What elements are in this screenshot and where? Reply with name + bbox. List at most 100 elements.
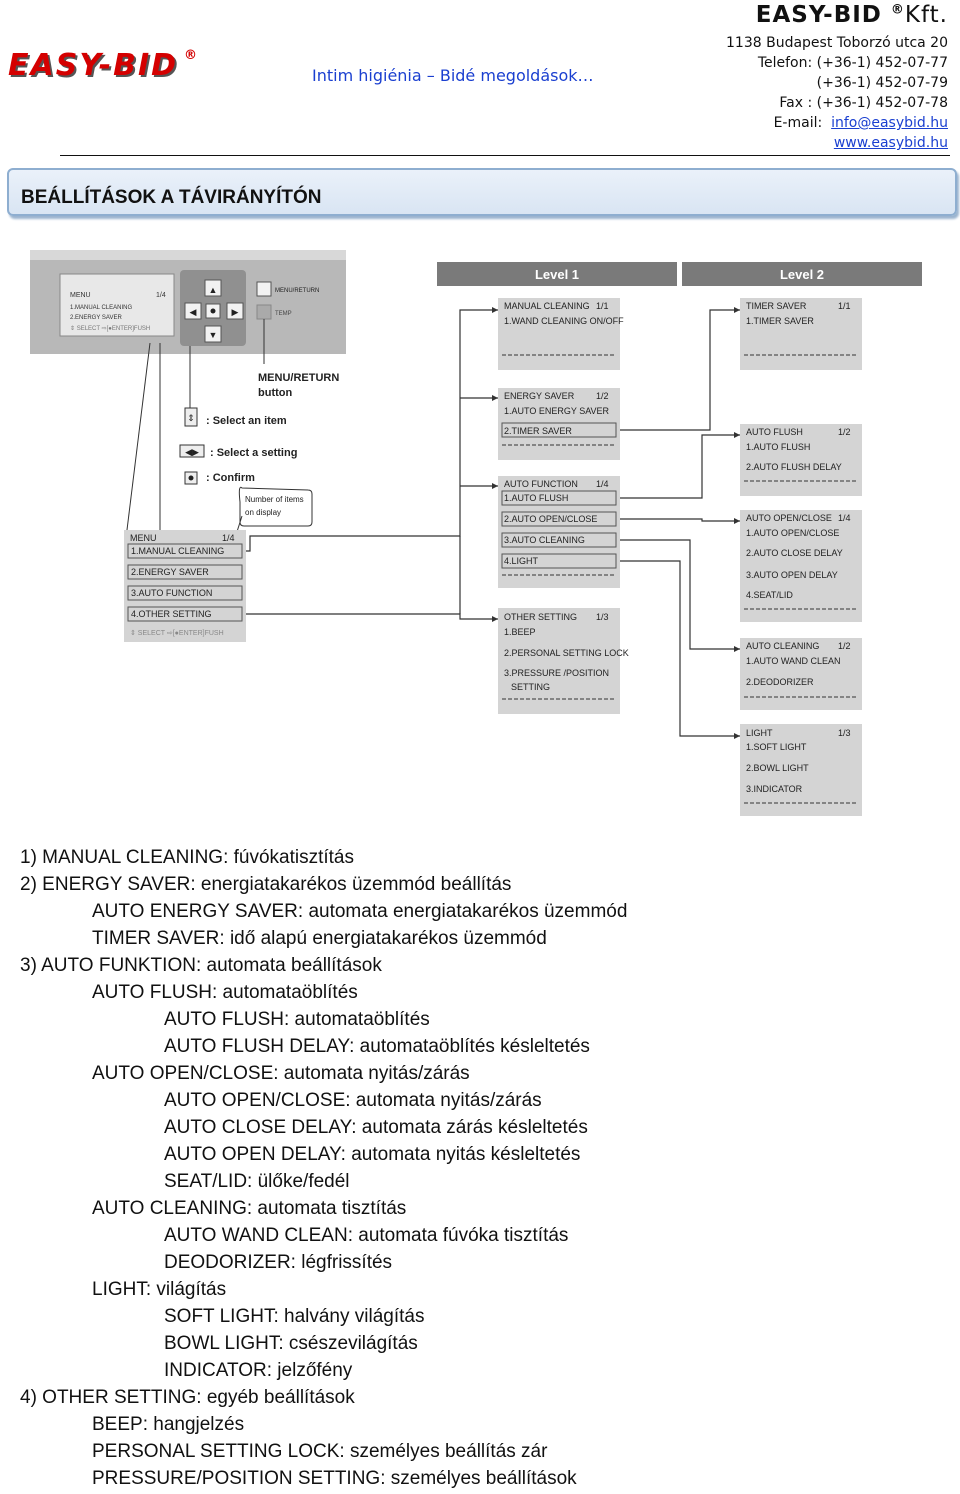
l2-auto-open-close-item-2: 2.AUTO CLOSE DELAY — [746, 548, 843, 558]
arrow-icon — [734, 307, 740, 313]
section-title: BEÁLLÍTÁSOK A TÁVIRÁNYÍTÓN — [21, 187, 322, 208]
select-item-icon — [184, 407, 198, 427]
l2-auto-cleaning-item-2: 2.DEODORIZER — [746, 677, 814, 687]
website-link[interactable]: www.easybid.hu — [833, 135, 948, 151]
l2-auto-flush-item-2: 2.AUTO FLUSH DELAY — [746, 462, 842, 472]
logo-registered-mark: ® — [184, 48, 200, 63]
l1-auto-function-item-1: 1.AUTO FLUSH — [504, 493, 568, 503]
legend-line: SOFT LIGHT: halvány világítás — [164, 1306, 425, 1327]
email-label: E-mail: — [773, 115, 823, 131]
l1-energy-saver-item-2: 2.TIMER SAVER — [504, 426, 572, 436]
arrow-icon — [492, 307, 498, 313]
remote-lcd-count: 1/4 — [156, 292, 166, 299]
logo-text: EASY-BID — [8, 48, 179, 83]
email-link[interactable]: info@easybid.hu — [831, 115, 948, 131]
callout-button: button — [258, 387, 292, 399]
l1-energy-saver-count: 1/2 — [596, 391, 609, 401]
legend-line: PRESSURE/POSITION SETTING: személyes beá… — [92, 1468, 577, 1489]
l2-light-title: LIGHT — [746, 728, 773, 738]
dpad-down-button[interactable] — [204, 325, 222, 343]
legend-line: SEAT/LID: ülőke/fedél — [164, 1171, 350, 1192]
company-name-text: EASY-BID — [755, 2, 882, 28]
dpad-left-button[interactable] — [184, 302, 202, 320]
l1-auto-function-count: 1/4 — [596, 479, 609, 489]
arrow-icon — [492, 616, 498, 622]
callout-on-display: on display — [245, 508, 281, 517]
legend-line: AUTO OPEN/CLOSE: automata nyitás/zárás — [164, 1090, 542, 1111]
temp-button[interactable] — [256, 304, 272, 320]
l1-auto-function-title: AUTO FUNCTION — [504, 479, 578, 489]
l1-auto-function-item-3: 3.AUTO CLEANING — [504, 535, 585, 545]
legend-line: BOWL LIGHT: csészevilágítás — [164, 1333, 418, 1354]
l2-light-item-3: 3.INDICATOR — [746, 784, 803, 794]
connector-lines — [246, 309, 740, 737]
arrow-icon — [492, 395, 498, 401]
l2-timer-saver-title: TIMER SAVER — [746, 301, 807, 311]
number-items-bubble — [238, 486, 313, 527]
header-divider — [60, 155, 950, 156]
callout-menu-return: MENU/RETURN — [258, 372, 339, 384]
l2-auto-flush-title: AUTO FLUSH — [746, 427, 803, 437]
l2-auto-cleaning-lcd: AUTO CLEANING 1/2 1.AUTO WAND CLEAN 2.DE… — [740, 638, 862, 710]
callout-confirm: : Confirm — [206, 472, 255, 484]
address: 1138 Budapest Toborzó utca 20 — [726, 35, 948, 51]
l2-auto-open-close-count: 1/4 — [838, 513, 851, 523]
remote-lcd-item-1: 1.MANUAL CLEANING — [70, 305, 132, 311]
l1-other-setting-item-3: 3.PRESSURE /POSITION — [504, 668, 609, 678]
level-2-label: Level 2 — [780, 267, 824, 282]
main-menu-item-1: 1.MANUAL CLEANING — [131, 546, 224, 556]
legend-line: 3) AUTO FUNKTION: automata beállítások — [20, 955, 382, 976]
l2-light-item-1: 1.SOFT LIGHT — [746, 742, 807, 752]
contact-block: 1138 Budapest Toborzó utca 20 Telefon: (… — [726, 33, 948, 153]
callout-number-items: Number of items — [245, 495, 304, 504]
website-row: www.easybid.hu — [726, 133, 948, 153]
main-menu-item-3-box — [127, 585, 243, 601]
main-menu-item-3: 3.AUTO FUNCTION — [131, 588, 212, 598]
arrow-icon — [734, 432, 740, 438]
legend-line: AUTO WAND CLEAN: automata fúvóka tisztít… — [164, 1225, 569, 1246]
l1-auto-function-lcd: AUTO FUNCTION 1/4 1.AUTO FLUSH 2.AUTO OP… — [498, 476, 620, 588]
l1-energy-saver-title: ENERGY SAVER — [504, 391, 575, 401]
legend-line: BEEP: hangjelzés — [92, 1414, 245, 1435]
main-menu-count: 1/4 — [222, 533, 235, 543]
section-title-box: BEÁLLÍTÁSOK A TÁVIRÁNYÍTÓN — [7, 168, 957, 216]
right-arrow-icon: ▶ — [232, 307, 239, 317]
tagline: Intim higiénia – Bidé megoldások… — [312, 66, 594, 85]
l2-auto-flush-lcd: AUTO FLUSH 1/2 1.AUTO FLUSH 2.AUTO FLUSH… — [740, 424, 862, 496]
legend-line: AUTO FLUSH DELAY: automataöblítés késlel… — [164, 1036, 590, 1057]
legend-line: 2) ENERGY SAVER: energiatakarékos üzemmó… — [20, 874, 512, 895]
legend-line: AUTO OPEN/CLOSE: automata nyitás/zárás — [92, 1063, 470, 1084]
callout-select-item: : Select an item — [206, 415, 287, 427]
l2-timer-saver-item-1: 1.TIMER SAVER — [746, 316, 814, 326]
select-setting-arrows-icon: ◀▶ — [185, 447, 199, 457]
remote-menu-diagram: MENU 1/4 1.MANUAL CLEANING 2.ENERGY SAVE… — [30, 250, 922, 816]
dpad-up-button[interactable] — [204, 279, 222, 297]
l2-light-lcd: LIGHT 1/3 1.SOFT LIGHT 2.BOWL LIGHT 3.IN… — [740, 724, 862, 816]
main-menu-item-2: 2.ENERGY SAVER — [131, 567, 209, 577]
l2-auto-cleaning-item-1: 1.AUTO WAND CLEAN — [746, 656, 841, 666]
legend-line: LIGHT: világítás — [92, 1279, 227, 1300]
l1-manual-cleaning-item-1: 1.WAND CLEANING ON/OFF — [504, 316, 624, 326]
legend-line: AUTO OPEN DELAY: automata nyitás késlelt… — [164, 1144, 581, 1165]
level-2-header — [682, 262, 922, 286]
l2-auto-cleaning-count: 1/2 — [838, 641, 851, 651]
l1-other-setting-item-1: 1.BEEP — [504, 627, 536, 637]
legend-line: AUTO FLUSH: automataöblítés — [164, 1009, 430, 1030]
l1-energy-saver-lcd: ENERGY SAVER 1/2 1.AUTO ENERGY SAVER 2.T… — [498, 388, 620, 460]
l1-auto-function-item-2: 2.AUTO OPEN/CLOSE — [504, 514, 597, 524]
remote-lcd-footer: ⇕ SELECT ⇨[●ENTER]FUSH — [70, 325, 150, 332]
arrow-icon — [734, 518, 740, 524]
dpad-right-button[interactable] — [226, 302, 244, 320]
left-arrow-icon: ◀ — [190, 307, 197, 317]
email-row: E-mail: info@easybid.hu — [726, 113, 948, 133]
arrow-icon — [492, 483, 498, 489]
l2-timer-saver-count: 1/1 — [838, 301, 851, 311]
l2-auto-flush-item-1: 1.AUTO FLUSH — [746, 442, 810, 452]
main-menu-title: MENU — [130, 533, 157, 543]
select-setting-icon — [179, 444, 205, 458]
l1-other-setting-lcd: OTHER SETTING 1/3 1.BEEP 2.PERSONAL SETT… — [498, 608, 629, 714]
company-registered-mark: ® — [890, 2, 905, 18]
menu-return-button[interactable] — [256, 281, 272, 297]
easybid-logo: EASY-BID ® — [8, 48, 199, 83]
fax: Fax : (+36-1) 452-07-78 — [779, 95, 948, 111]
